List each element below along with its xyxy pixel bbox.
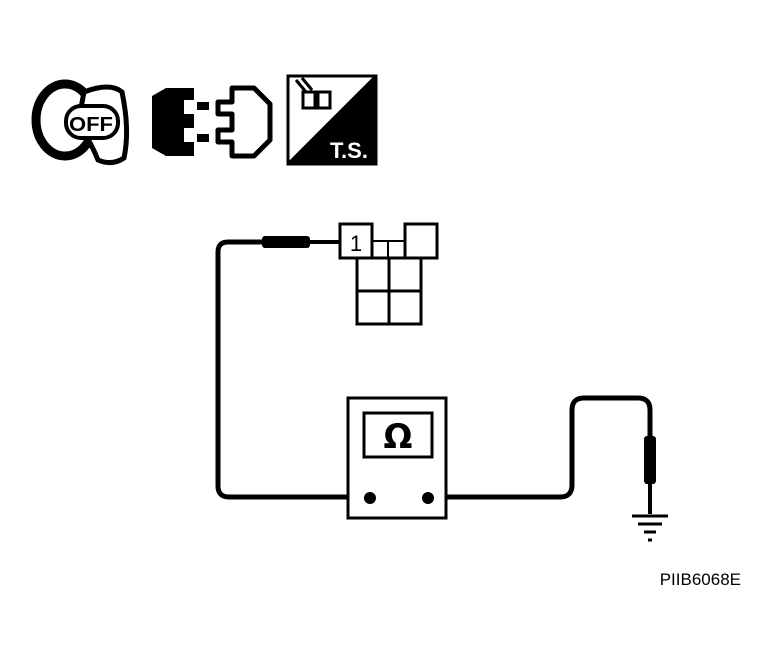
ohm-symbol: Ω: [384, 417, 413, 457]
probe-lead-right: [428, 395, 656, 514]
ground-icon: [632, 514, 668, 542]
meter-terminal-right: [422, 492, 434, 504]
terminal-number-label: 1: [350, 231, 362, 256]
meter-terminal-left: [364, 492, 376, 504]
ignition-state-text: OFF: [69, 114, 113, 136]
harness-connector: 1: [338, 222, 439, 326]
ignition-key-icon: OFF: [31, 79, 130, 166]
figure-code: PIIB6068E: [660, 570, 741, 589]
ohmmeter: Ω: [346, 396, 448, 520]
disconnect-connector-icon: [152, 85, 273, 159]
harness-connector-ts-icon: T.S.: [286, 74, 378, 166]
probe-lead-left: [215, 236, 370, 500]
harness-ts-label: T.S.: [330, 138, 368, 163]
